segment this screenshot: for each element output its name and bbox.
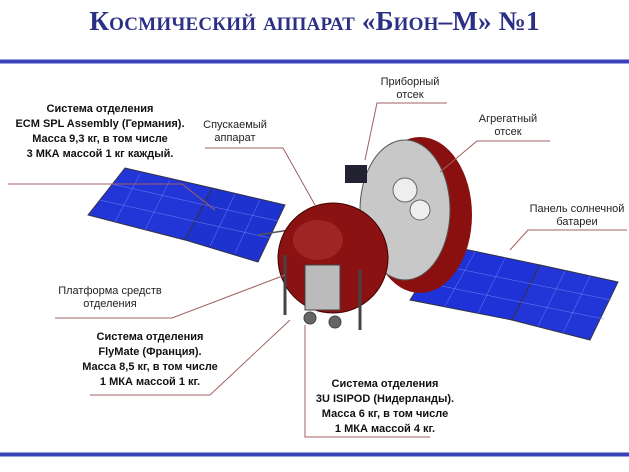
label-line: аппарат — [214, 132, 256, 144]
aggregate-compartment-label: Агрегатный отсек — [468, 113, 548, 139]
label-line: ECM SPL Assembly (Германия). — [15, 118, 185, 130]
label-line: 1 МКА массой 1 кг. — [99, 376, 201, 388]
label-line: отделения — [83, 298, 137, 310]
right-solar-panel — [409, 229, 619, 341]
isipod-label: Система отделения 3U ISIPOD (Нидерланды)… — [300, 377, 470, 437]
label-line: Масса 9,3 кг, в том числе — [32, 133, 168, 145]
label-line: Система отделения — [46, 103, 154, 115]
label-line: отсек — [396, 89, 424, 101]
label-line: батареи — [556, 216, 598, 228]
label-line: FlyMate (Франция). — [98, 346, 202, 358]
left-solar-panel — [87, 167, 321, 263]
top-divider — [0, 59, 629, 64]
label-line: Масса 6 кг, в том числе — [321, 408, 449, 420]
label-line: 1 МКА массой 4 кг. — [334, 423, 436, 435]
label-line: отсек — [494, 126, 522, 138]
flymate-label: Система отделения FlyMate (Франция). Мас… — [60, 330, 240, 390]
ecm-spl-label: Система отделения ECM SPL Assembly (Герм… — [0, 102, 200, 162]
label-line: 3 МКА массой 1 кг каждый. — [26, 148, 174, 160]
label-line: Система отделения — [96, 331, 204, 343]
leader-lines — [8, 102, 627, 438]
label-line: Платформа средств — [58, 285, 162, 297]
separation-platform-label: Платформа средств отделения — [50, 285, 170, 311]
label-line: Масса 8,5 кг, в том числе — [82, 361, 218, 373]
instrument-compartment-label: Приборный отсек — [370, 76, 450, 102]
descent-module-label: Спускаемый аппарат — [195, 119, 275, 145]
label-line: Спускаемый — [203, 119, 267, 131]
label-line: Панель солнечной — [529, 203, 625, 215]
label-line: 3U ISIPOD (Нидерланды). — [315, 393, 455, 405]
solar-panel-label: Панель солнечной батареи — [525, 203, 629, 229]
label-line: Система отделения — [331, 378, 439, 390]
bottom-divider — [0, 452, 629, 457]
label-line: Приборный — [380, 76, 440, 88]
page-title: Космический аппарат «Бион–М» №1 — [89, 6, 540, 36]
separation-platform — [283, 255, 362, 330]
label-line: Агрегатный — [478, 113, 538, 125]
